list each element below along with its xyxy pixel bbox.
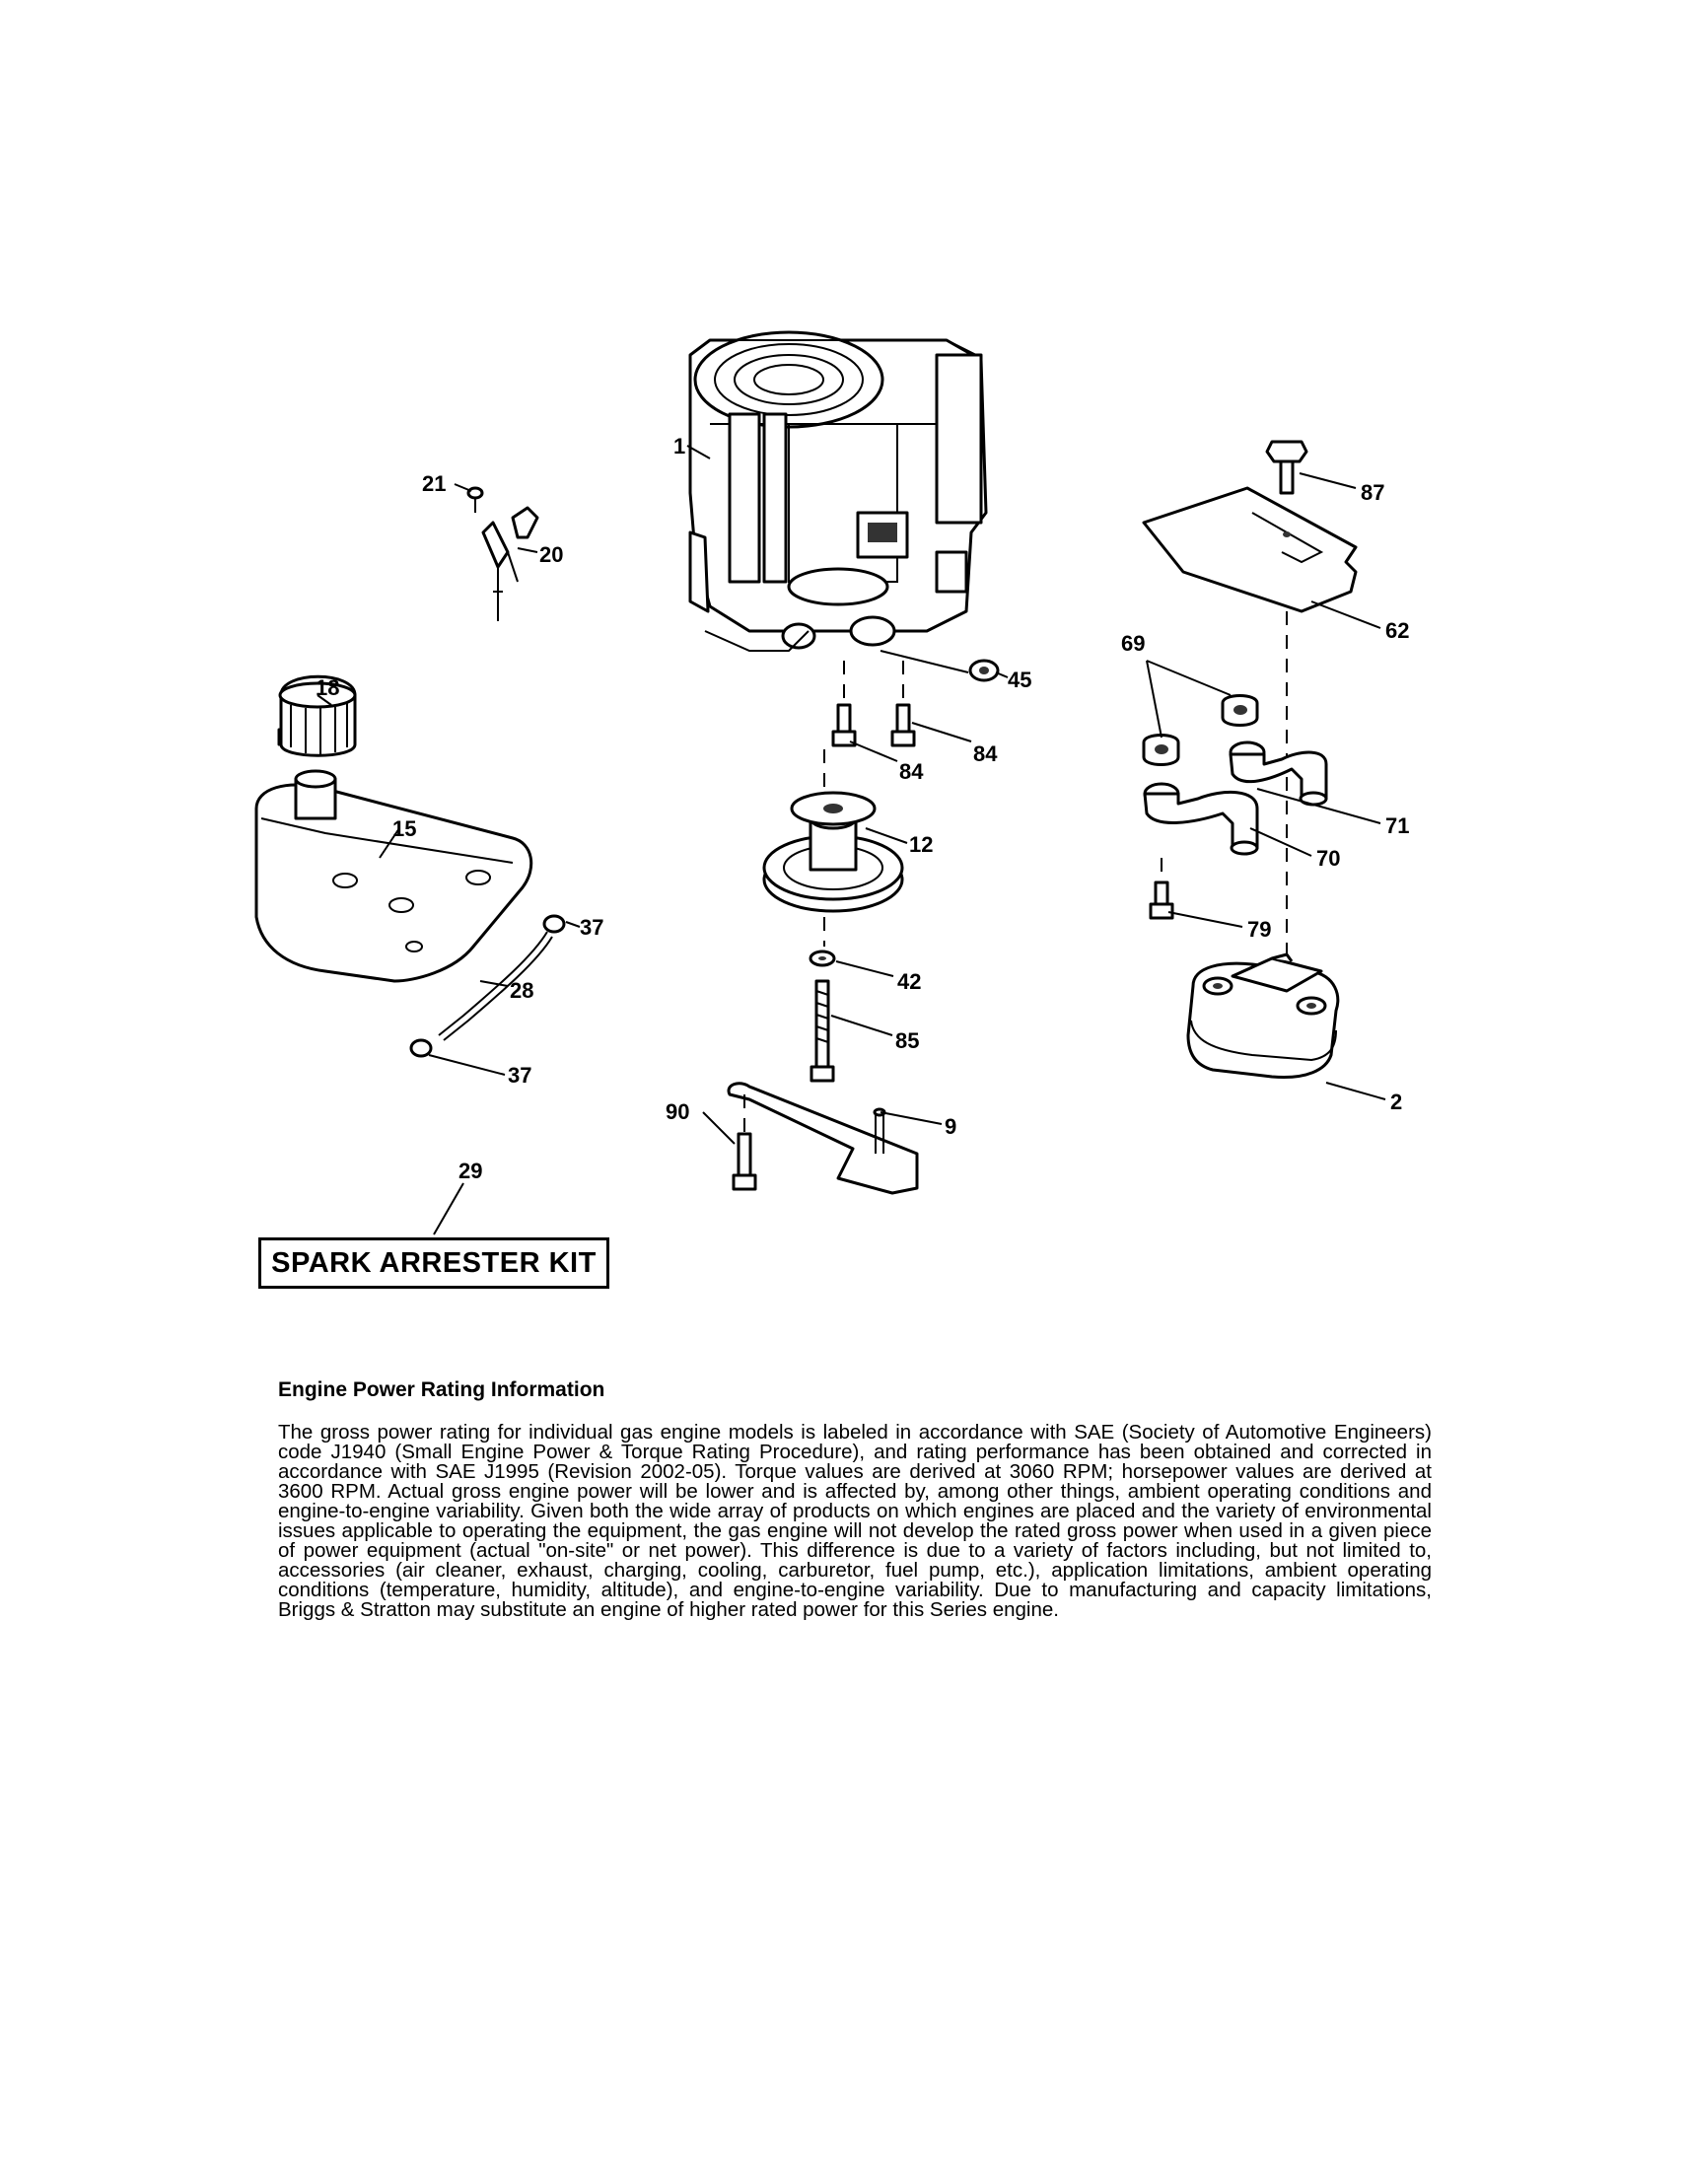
callout-71: 71 (1385, 813, 1409, 838)
engine-bolt-84-left (831, 703, 857, 747)
bolt-79 (1149, 881, 1174, 920)
callout-15: 15 (392, 816, 416, 841)
nut-45 (968, 659, 1000, 682)
exhaust-pipe-71 (1229, 740, 1328, 807)
leader-lines (317, 445, 1386, 1235)
pulley-12 (762, 791, 904, 913)
callout-62: 62 (1385, 618, 1409, 643)
callout-1: 1 (673, 434, 685, 458)
callout-12: 12 (909, 832, 933, 857)
washer-42 (809, 950, 836, 967)
belt-guide-9 (727, 1082, 919, 1195)
bolt-85 (810, 979, 835, 1083)
callout-84-right: 84 (973, 741, 998, 766)
callout-37-bottom: 37 (508, 1063, 531, 1088)
callout-9: 9 (945, 1114, 956, 1139)
clamp-37-bottom (409, 1038, 433, 1058)
callout-70: 70 (1316, 846, 1340, 871)
callout-18: 18 (316, 675, 339, 700)
callout-28: 28 (510, 978, 533, 1003)
gasket-69-upper (1221, 694, 1259, 727)
callout-2: 2 (1390, 1090, 1402, 1114)
fuel-tank-15 (254, 769, 533, 983)
exhaust-pipe-70 (1143, 782, 1259, 856)
callout-37-top: 37 (580, 915, 603, 940)
fuel-cap-18 (277, 674, 357, 757)
callout-79: 79 (1247, 917, 1271, 942)
throttle-control-20 (481, 506, 539, 621)
callout-29: 29 (458, 1159, 482, 1183)
spark-arrester-kit-label: SPARK ARRESTER KIT (258, 1237, 609, 1289)
engine-assembly (688, 330, 988, 652)
info-title: Engine Power Rating Information (278, 1378, 605, 1401)
bolt-90 (732, 1132, 757, 1191)
muffler-2 (1186, 952, 1340, 1080)
engine-bolt-84-right (890, 703, 916, 747)
callout-84-left: 84 (899, 759, 924, 784)
callout-45: 45 (1008, 668, 1031, 692)
fuel-line-28 (438, 931, 553, 1041)
clamp-37-top (542, 914, 566, 934)
screw-21 (466, 486, 484, 513)
callout-42: 42 (897, 969, 921, 994)
gasket-69-lower (1142, 734, 1180, 766)
bolt-87 (1265, 440, 1308, 495)
callout-87: 87 (1361, 480, 1384, 505)
callout-85: 85 (895, 1028, 919, 1053)
spark-arrester-kit-text: SPARK ARRESTER KIT (271, 1246, 597, 1279)
callout-21: 21 (422, 471, 446, 496)
callout-90: 90 (666, 1099, 689, 1124)
callout-20: 20 (539, 542, 563, 567)
heat-shield-62 (1142, 486, 1358, 613)
callout-69: 69 (1121, 631, 1145, 656)
callout-labels: 1 21 20 18 15 37 28 37 45 84 84 12 42 85… (316, 434, 1409, 1183)
info-body: The gross power rating for individual ga… (278, 1421, 1432, 1621)
